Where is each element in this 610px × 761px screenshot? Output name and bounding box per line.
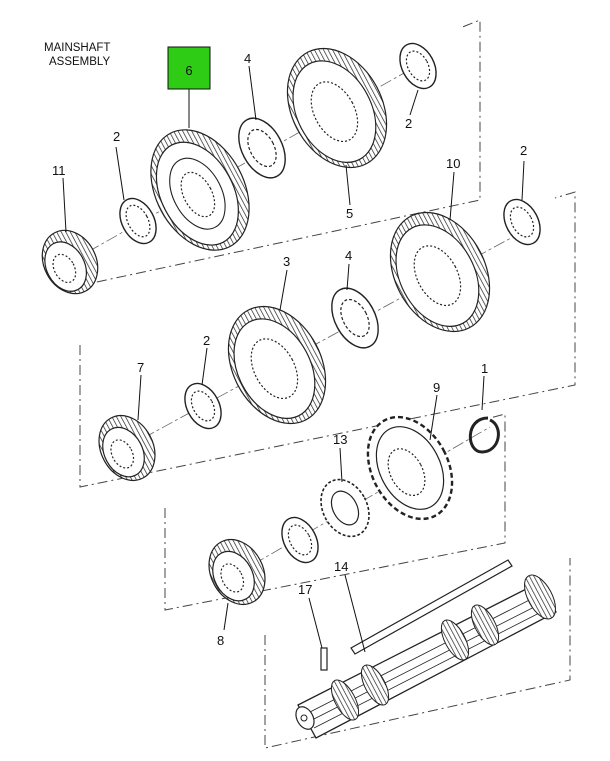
callout-3[interactable]: 3 [283, 254, 290, 269]
highlight-label: 6 [185, 63, 192, 78]
leader-13 [339, 447, 343, 483]
gear-5 [286, 47, 388, 169]
callout-4-a[interactable]: 4 [244, 51, 251, 66]
callout-5[interactable]: 5 [346, 206, 353, 221]
callout-2-d[interactable]: 2 [520, 143, 527, 158]
leader-1 [481, 375, 485, 411]
leader-2-a [115, 146, 125, 201]
leader-lines [62, 65, 525, 653]
ring-2-a [119, 197, 157, 245]
gear-9 [366, 415, 454, 521]
highlight-box [167, 46, 211, 90]
leader-2-b [409, 89, 419, 116]
gear-6 [150, 129, 250, 251]
ring-row3 [281, 516, 319, 564]
callout-2-b[interactable]: 2 [405, 116, 412, 131]
gear-3 [227, 305, 327, 425]
snap-ring-1 [468, 416, 500, 454]
gear-10 [389, 211, 491, 333]
callout-2-c[interactable]: 2 [203, 333, 210, 348]
callout-11[interactable]: 11 [52, 163, 66, 178]
ring-2-c [184, 382, 222, 430]
leader-7 [137, 374, 142, 421]
leader-14 [344, 574, 366, 653]
leader-4-b [346, 263, 350, 291]
callout-8[interactable]: 8 [217, 633, 224, 648]
callout-14[interactable]: 14 [334, 559, 348, 574]
pin-17 [320, 647, 328, 671]
leader-11 [62, 177, 67, 233]
frame-middle [79, 191, 576, 488]
washer-4-b [331, 287, 379, 349]
callout-7[interactable]: 7 [137, 360, 144, 375]
axis-line-2 [124, 231, 523, 449]
leader-2-c [201, 347, 208, 386]
leader-9 [429, 394, 438, 441]
title-line-1: MAINSHAFT [44, 42, 110, 54]
highlight-callout-6[interactable]: 6 [167, 46, 211, 128]
leader-2-d [521, 160, 525, 201]
frame-shaft [264, 558, 571, 749]
callout-1[interactable]: 1 [481, 361, 488, 376]
leader-3 [279, 269, 288, 311]
leader-8 [223, 602, 229, 631]
leader-17 [308, 597, 323, 649]
frame-lower [164, 413, 506, 611]
leader-5 [345, 164, 351, 206]
key-14 [350, 559, 513, 655]
leader-4-a [248, 65, 257, 121]
mainshaft [295, 574, 557, 739]
callout-10[interactable]: 10 [446, 156, 460, 171]
clutch-8 [208, 538, 266, 606]
washer-4-a [238, 117, 286, 179]
callout-4-b[interactable]: 4 [345, 248, 352, 263]
callout-9[interactable]: 9 [433, 380, 440, 395]
clutch-7 [98, 414, 156, 482]
callout-13[interactable]: 13 [333, 432, 347, 447]
callout-2-a[interactable]: 2 [113, 129, 120, 144]
callout-17[interactable]: 17 [298, 582, 312, 597]
gear-11 [41, 229, 99, 295]
ring-2-d [503, 198, 541, 246]
title-line-2: ASSEMBLY [49, 56, 110, 68]
leader-10 [449, 171, 455, 221]
ring-2-b [399, 42, 437, 90]
washer-13 [320, 478, 370, 538]
